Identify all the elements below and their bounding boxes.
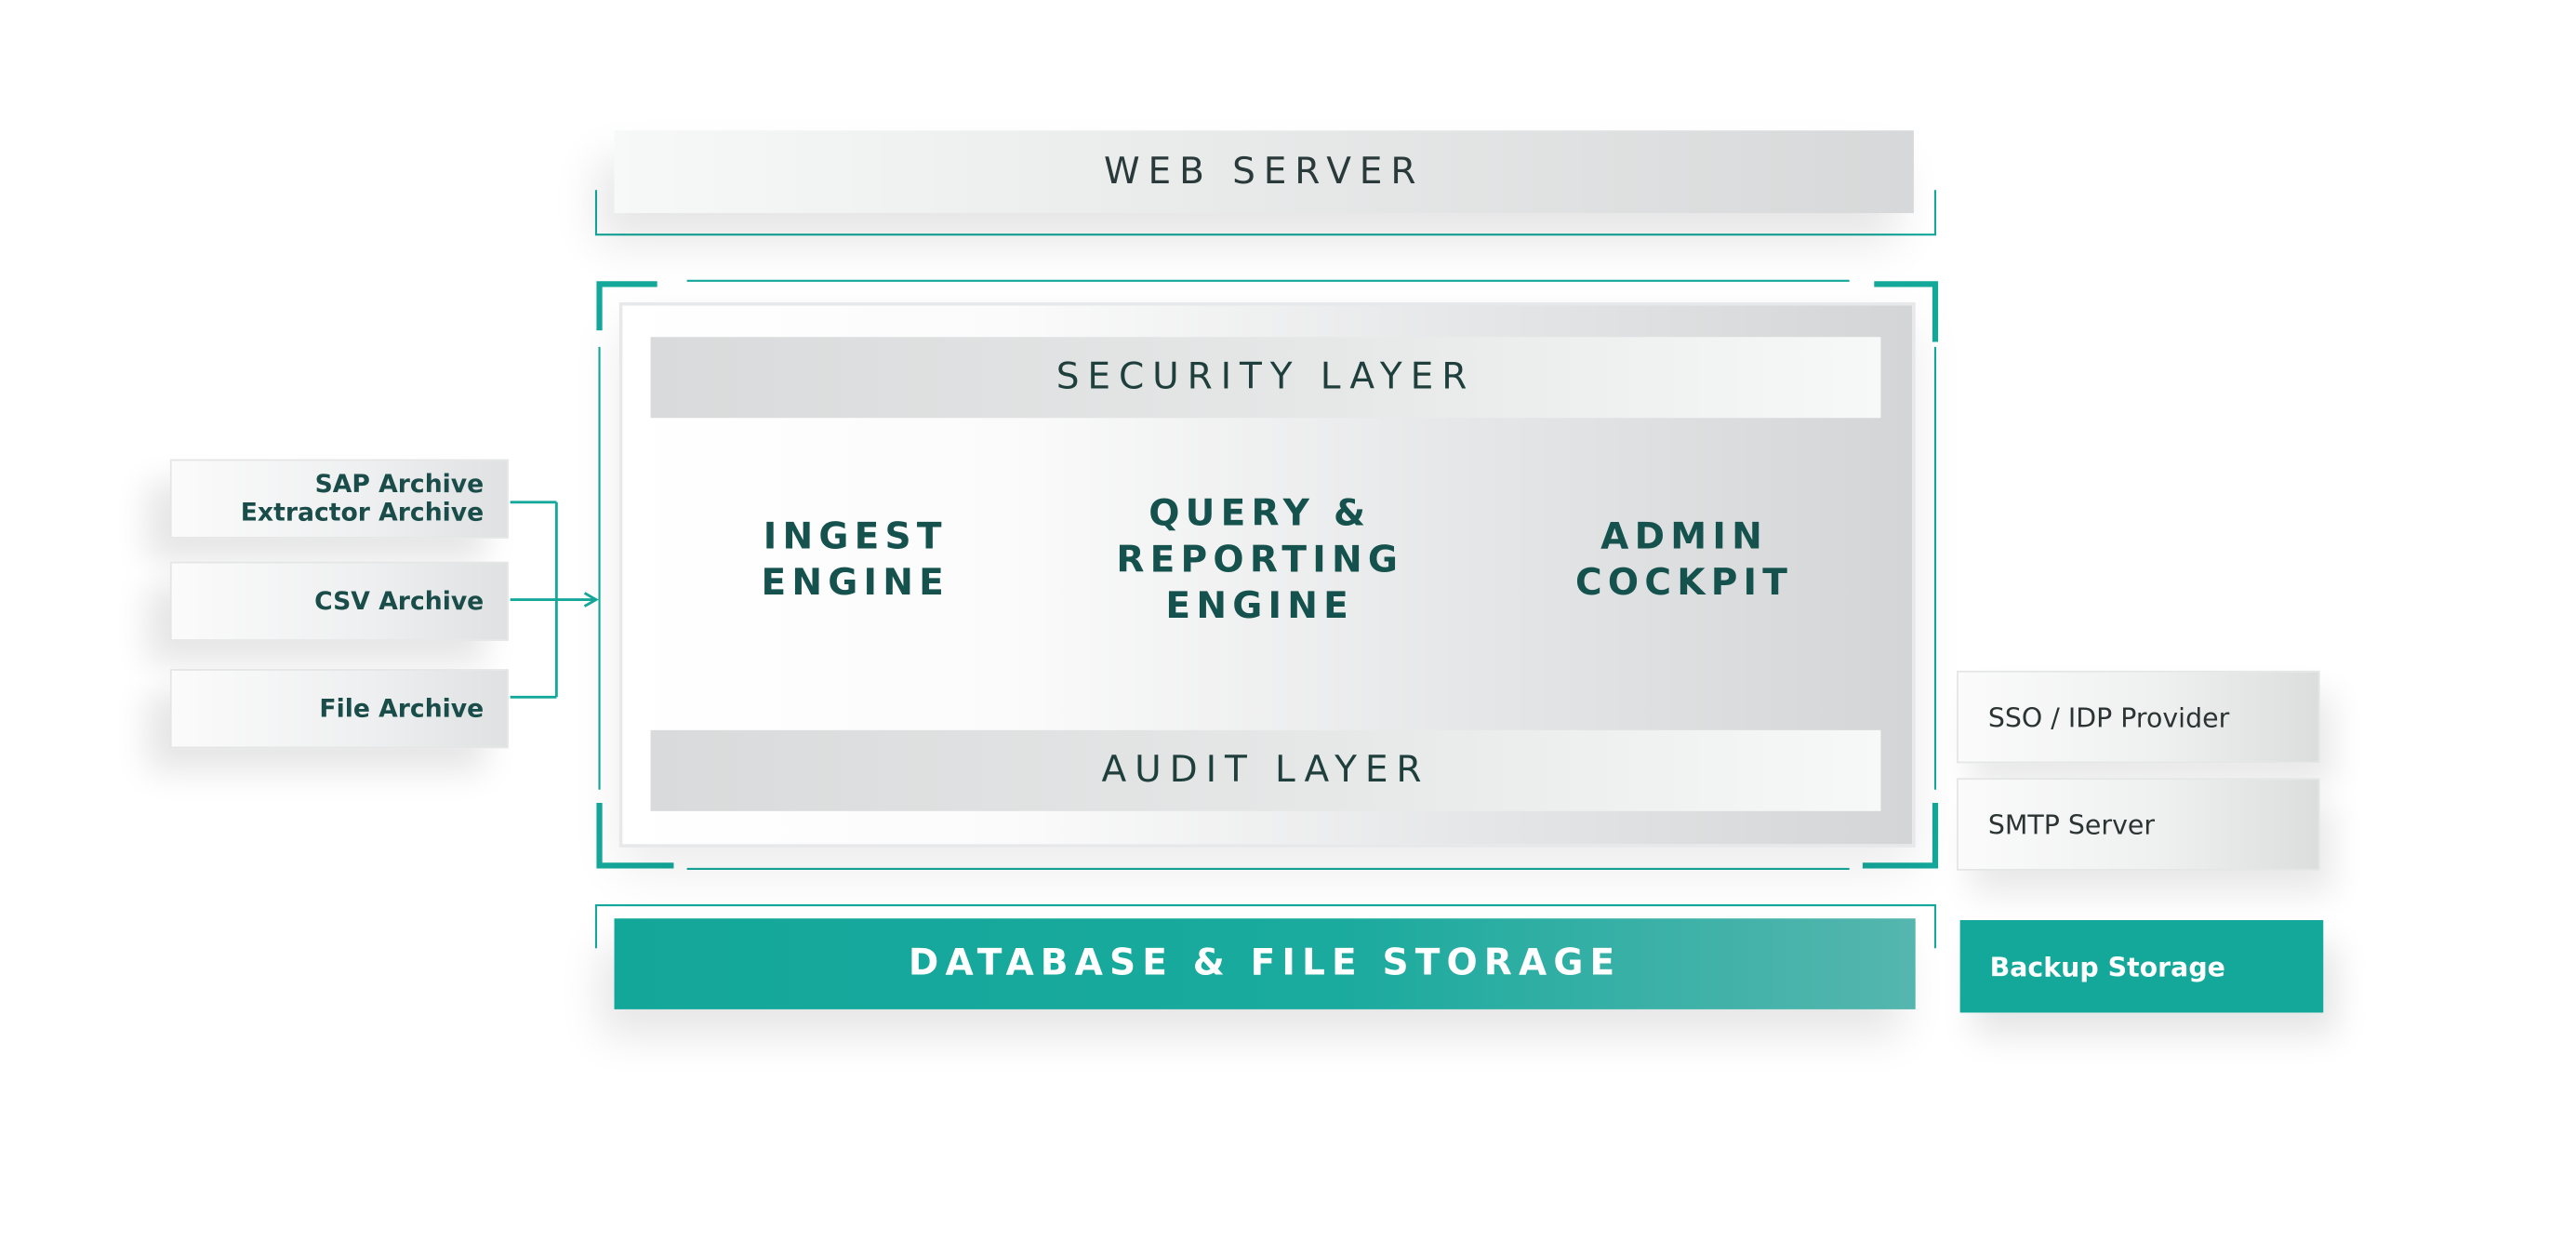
audit-layer-label: AUDIT LAYER bbox=[1101, 750, 1430, 792]
corner-top-left bbox=[596, 281, 657, 331]
database-bracket bbox=[594, 903, 1937, 949]
corner-bottom-right bbox=[1862, 802, 1939, 869]
query-engine-line-1: QUERY & bbox=[1149, 493, 1372, 536]
web-server-label: WEB SERVER bbox=[1104, 151, 1425, 193]
ingest-engine-line-2: ENGINE bbox=[761, 563, 950, 605]
source-csv-label: CSV Archive bbox=[314, 585, 485, 616]
query-engine-line-3: ENGINE bbox=[1165, 586, 1355, 628]
security-layer-bar: SECURITY LAYER bbox=[650, 337, 1881, 419]
query-engine-line-2: REPORTING bbox=[1116, 540, 1404, 582]
database-file-storage-bar: DATABASE & FILE STORAGE bbox=[614, 918, 1916, 1009]
web-server-bracket bbox=[594, 190, 1937, 236]
service-sso-idp: SSO / IDP Provider bbox=[1957, 670, 2320, 764]
ingest-engine-line-1: INGEST bbox=[763, 516, 948, 559]
source-arrow-head bbox=[583, 592, 599, 608]
service-backup-label: Backup Storage bbox=[1989, 950, 2225, 982]
service-sso-label: SSO / IDP Provider bbox=[1987, 701, 2230, 733]
source-sap-line-1: SAP Archive bbox=[314, 469, 485, 500]
security-layer-label: SECURITY LAYER bbox=[1056, 356, 1476, 398]
query-reporting-engine: QUERY & REPORTING ENGINE bbox=[1056, 446, 1463, 677]
admin-cockpit-line-2: COCKPIT bbox=[1575, 563, 1794, 605]
admin-cockpit-line-1: ADMIN bbox=[1600, 516, 1769, 559]
admin-cockpit: ADMIN COCKPIT bbox=[1486, 446, 1882, 677]
source-sap-line-2: Extractor Archive bbox=[240, 497, 485, 528]
ingest-engine: INGEST ENGINE bbox=[657, 446, 1054, 677]
source-sap-archive: SAP Archive Extractor Archive bbox=[169, 459, 509, 539]
service-backup-storage: Backup Storage bbox=[1959, 920, 2324, 1013]
web-server-bar: WEB SERVER bbox=[614, 130, 1914, 214]
source-file-archive: File Archive bbox=[169, 669, 509, 749]
corner-top-right bbox=[1874, 281, 1939, 342]
service-smtp-label: SMTP Server bbox=[1987, 808, 2156, 840]
audit-layer-bar: AUDIT LAYER bbox=[650, 729, 1881, 811]
source-file-label: File Archive bbox=[319, 692, 485, 723]
database-label: DATABASE & FILE STORAGE bbox=[908, 942, 1622, 985]
service-smtp: SMTP Server bbox=[1957, 778, 2320, 871]
corner-bottom-left bbox=[596, 802, 674, 869]
source-csv-archive: CSV Archive bbox=[169, 561, 509, 641]
